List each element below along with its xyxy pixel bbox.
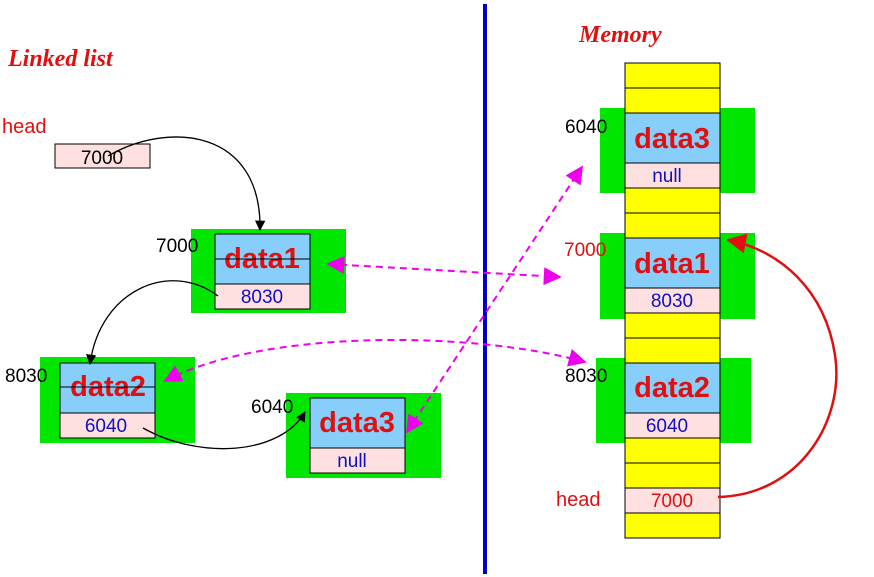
memory-head-cell: 7000 <box>624 487 721 514</box>
node1-to-node2-arrow <box>86 280 219 366</box>
node-3-data: data3 <box>319 407 395 439</box>
node2-memory-link <box>163 338 587 382</box>
node-2-address: 8030 <box>5 366 47 387</box>
memory-8030-address: 8030 <box>565 366 607 387</box>
head-pointer-box: 7000 <box>54 143 151 169</box>
node-3-next: null <box>337 451 367 472</box>
node2-to-node3-arrow <box>142 411 306 450</box>
memory-block-6040: data3 null <box>624 112 721 189</box>
memory-6040-address: 6040 <box>565 117 607 138</box>
linked-list-title: Linked list <box>7 46 114 72</box>
memory-6040-next: null <box>652 166 682 187</box>
memory-7000-data: data1 <box>634 248 710 280</box>
list-node-2: data2 6040 <box>40 357 195 443</box>
head-label: head <box>2 116 47 138</box>
head-to-node1-arrow <box>107 136 266 232</box>
memory-block-8030: data2 6040 <box>624 362 721 439</box>
list-node-3: data3 null <box>286 393 441 478</box>
memory-7000-address: 7000 <box>564 240 606 261</box>
memory-8030-data: data2 <box>634 372 710 404</box>
node-1-next: 8030 <box>241 287 283 308</box>
memory-head-label: head <box>556 489 601 511</box>
node-3-address: 6040 <box>251 397 293 418</box>
list-node-1: data1 8030 <box>191 229 346 313</box>
memory-8030-next: 6040 <box>646 416 688 437</box>
node1-memory-link <box>326 255 562 286</box>
memory-title: Memory <box>578 22 662 48</box>
node-2-next: 6040 <box>85 416 127 437</box>
memory-head-value: 7000 <box>651 491 693 512</box>
node3-memory-link <box>406 165 583 434</box>
memory-6040-data: data3 <box>634 123 710 155</box>
node-1-address: 7000 <box>156 236 198 257</box>
memory-block-7000: data1 8030 <box>624 237 721 314</box>
memory-head-arrow <box>717 233 838 499</box>
memory-7000-next: 8030 <box>651 291 693 312</box>
